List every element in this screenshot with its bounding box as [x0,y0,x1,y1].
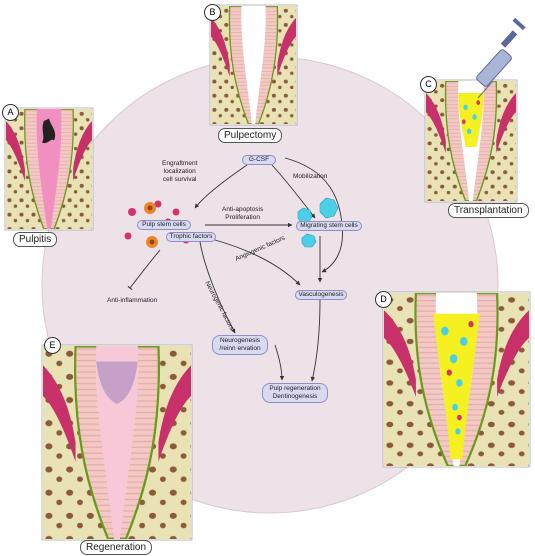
node-migrating-stem-cells: Migrating stem cells [296,221,362,231]
engraftment-line3: cell survival [162,176,197,183]
panel-c-letter: C [420,76,437,93]
neurogenesis-line1: Neurogenesis [219,337,261,344]
panel-c-transplantation-illustration [424,79,518,203]
panel-a-caption: Pulpitis [13,232,58,247]
anti-apoptosis-line1: Anti-apoptosis [222,206,264,213]
annotation-anti-inflammation: Anti-inflammation [107,297,158,304]
panel-b-pulpectomy-illustration [209,4,298,126]
panel-c-caption: Transplantation [448,203,529,218]
panel-e-caption: Regeneration [80,540,153,555]
annotation-mobilization: Mobilization [293,173,328,180]
node-trophic-factors: Trophic factors [166,232,216,242]
node-vasculogenesis: Vasculogenesis [295,290,347,300]
neurogenesis-line2: /reinn ervation [219,345,261,352]
panel-e-letter: E [44,337,61,354]
migrating-stem-cell-cluster [297,197,339,248]
node-neurogenesis: Neurogenesis /reinn ervation [212,335,268,355]
annotation-engraftment: Engraftment localization cell survival [162,160,197,184]
pulp-regen-line2: Dentinogenesis [272,393,318,400]
panel-a-letter: A [2,104,19,121]
panel-b-caption: Pulpectomy [218,128,283,143]
anti-apoptosis-line2: Proliferation [225,214,260,221]
pulp-regen-line1: Pulp regeneration [269,385,321,392]
syringe-icon [476,17,526,99]
panel-e-regeneration-illustration [41,344,193,541]
annotation-anti-apoptosis: Anti-apoptosis Proliferation [222,206,263,222]
panel-a-pulpitis-illustration [4,107,94,231]
node-pulp-regeneration: Pulp regeneration Dentinogenesis [262,383,328,403]
panel-b-letter: B [204,4,221,21]
node-pulp-stem-cells: Pulp stem cells [137,220,191,230]
engraftment-line2: localization [163,168,196,175]
panel-d-letter: D [375,291,392,308]
panel-d-illustration [382,291,531,468]
engraftment-line1: Engraftment [162,160,198,167]
node-gcsf: G-CSF [242,155,276,165]
